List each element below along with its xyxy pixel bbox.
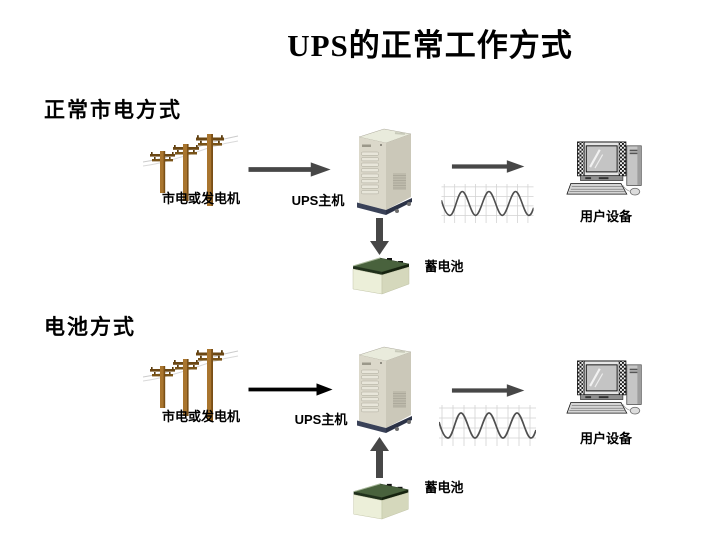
ups-tower-icon: [349, 341, 416, 434]
ups-label: UPS主机: [294, 412, 348, 427]
ups-label: UPS主机: [291, 193, 345, 208]
section-heading-normal-mains: 正常市电方式: [44, 98, 182, 122]
mains-to-ups-arrow-icon: [246, 161, 334, 178]
ups-tower-icon: [349, 123, 416, 216]
battery-label: 蓄电池: [424, 259, 464, 274]
slide-title: UPS的正常工作方式: [287, 28, 573, 63]
desktop-computer-icon: [566, 141, 648, 197]
ups-to-battery-arrow-icon: [369, 218, 390, 256]
mains-to-ups-arrow-icon: [246, 381, 336, 398]
section-heading-battery-mode: 电池方式: [44, 315, 136, 339]
battery-icon: [351, 479, 411, 520]
load-label: 用户设备: [579, 209, 632, 224]
battery-to-ups-arrow-icon: [369, 436, 390, 478]
battery-icon: [351, 253, 411, 295]
sine-wave-scope-icon: [439, 184, 536, 223]
load-label: 用户设备: [579, 431, 632, 446]
ups-to-load-arrow-icon: [446, 159, 531, 174]
sine-wave-scope-icon: [439, 405, 536, 446]
ups-to-load-arrow-icon: [446, 383, 531, 398]
source-label: 市电或发电机: [161, 191, 240, 206]
desktop-computer-icon: [566, 360, 648, 416]
battery-label: 蓄电池: [424, 480, 464, 495]
source-label: 市电或发电机: [161, 409, 240, 424]
